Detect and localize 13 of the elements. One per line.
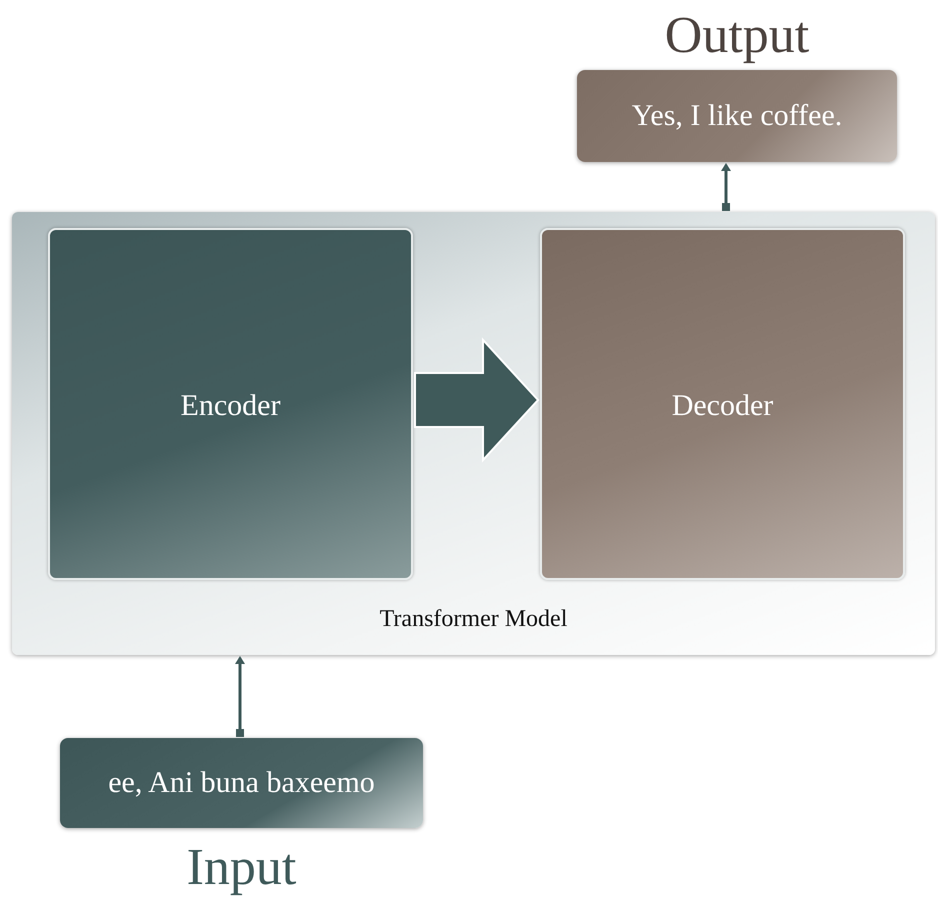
process-box: [48, 228, 413, 580]
container-label: Transformer Model: [380, 605, 568, 634]
input-text: ee, Ani buna baxeemo: [108, 765, 375, 801]
heading: Output: [664, 6, 810, 66]
model-panel: [12, 212, 935, 655]
output-text: Yes, I like coffee.: [632, 98, 842, 134]
heading: Input: [186, 838, 296, 898]
decoder-label: Decoder: [672, 388, 774, 424]
process-box: [540, 228, 905, 580]
arrow: [721, 163, 731, 211]
block-arrow: [414, 337, 540, 463]
arrow: [235, 656, 245, 737]
encoder-label: Encoder: [180, 388, 280, 424]
